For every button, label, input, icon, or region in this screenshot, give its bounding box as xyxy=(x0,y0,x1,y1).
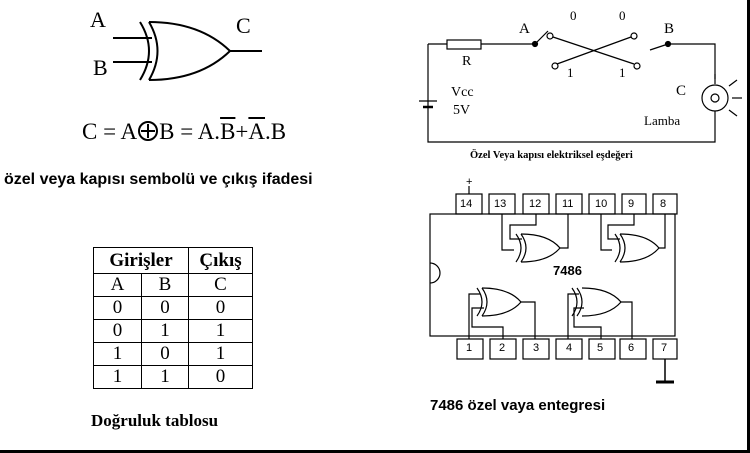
column-c: C xyxy=(188,273,253,297)
ic-body xyxy=(429,213,676,337)
pin-14-label: 14 xyxy=(460,198,473,210)
circuit-caption: Özel Veya kapısı elektriksel eşdeğeri xyxy=(470,150,633,161)
cell: 0 xyxy=(141,296,189,320)
xor-gate-symbol xyxy=(113,21,262,81)
pin-10 xyxy=(588,193,616,215)
ic-notch xyxy=(429,262,441,284)
pin-9 xyxy=(621,193,647,215)
pin-10-label: 10 xyxy=(595,198,608,210)
pin-5 xyxy=(588,338,616,360)
xor-gate-lower-left xyxy=(468,287,536,339)
plus-mark: + xyxy=(466,176,473,188)
pin-4 xyxy=(555,338,583,360)
output-expression: C = A B = A.B+A.B xyxy=(82,120,286,143)
supply-label: Vcc xyxy=(451,85,474,100)
resistor-icon xyxy=(446,39,482,50)
pin-7 xyxy=(652,338,678,360)
switch-a-icon xyxy=(534,30,549,45)
pin-13-label: 13 xyxy=(494,198,507,210)
switch-a-label: A xyxy=(519,21,530,37)
switch-b-icon xyxy=(649,43,669,51)
truth-table: Girişler Çıkış A B C 0 0 0 0 1 1 1 0 1 1… xyxy=(93,247,253,389)
truth-table-caption: Doğruluk tablosu xyxy=(91,411,219,430)
pin-3-label: 3 xyxy=(533,342,540,354)
pin-4-label: 4 xyxy=(566,342,573,354)
symbol-caption: özel veya kapısı sembolü ve çıkış ifades… xyxy=(4,171,313,188)
pin-12 xyxy=(522,193,550,215)
xor-gate-lower-right xyxy=(567,287,633,339)
input-a-label: A xyxy=(90,7,106,32)
pin-12-label: 12 xyxy=(529,198,542,210)
voltage-label: 5V xyxy=(453,103,471,118)
header-output: Çıkış xyxy=(188,247,253,274)
pin-7-label: 7 xyxy=(661,342,668,354)
pin-6 xyxy=(619,338,647,360)
table-row: 1 1 0 xyxy=(93,365,253,389)
cell: 0 xyxy=(188,365,253,389)
zero-right-label: 0 xyxy=(619,8,626,23)
header-inputs: Girişler xyxy=(93,247,189,274)
cell: 0 xyxy=(93,319,142,343)
one-left-label: 1 xyxy=(567,65,574,80)
pin-1 xyxy=(456,338,484,360)
pin-11 xyxy=(555,193,583,215)
xor-gate-upper-left xyxy=(501,214,569,263)
pin-3 xyxy=(522,338,550,360)
one-right-label: 1 xyxy=(619,65,626,80)
ic-caption: 7486 özel vaya entegresi xyxy=(430,397,606,414)
cell: 1 xyxy=(93,342,142,366)
output-c-label: C xyxy=(236,13,251,38)
lamp-icon xyxy=(701,84,729,112)
expr-end: .B xyxy=(265,119,287,144)
part-number-label: 7486 xyxy=(553,263,582,278)
resistor-label: R xyxy=(462,54,472,69)
input-b-label: B xyxy=(93,55,108,80)
cell: 1 xyxy=(188,319,253,343)
switch-circuit xyxy=(419,30,742,143)
pin-8 xyxy=(652,193,678,215)
pin-2-label: 2 xyxy=(499,342,506,354)
cell: 0 xyxy=(188,296,253,320)
expr-plus: + xyxy=(235,119,249,144)
cell: 1 xyxy=(141,365,189,389)
xor-gate-upper-right xyxy=(600,214,666,263)
lamp-label: Lamba xyxy=(644,113,681,128)
pin-13 xyxy=(488,193,516,215)
expr-b-bar: B xyxy=(220,119,236,144)
pin-1-label: 1 xyxy=(466,342,473,354)
lamp-node-label: C xyxy=(676,83,687,99)
table-row: 0 0 0 xyxy=(93,296,253,320)
pin-6-label: 6 xyxy=(628,342,635,354)
pin-5-label: 5 xyxy=(597,342,604,354)
pin-9-label: 9 xyxy=(628,198,635,210)
column-b: B xyxy=(141,273,189,297)
expr-b: B = A. xyxy=(159,119,221,144)
xor-operator-icon xyxy=(138,121,159,141)
switch-b-label: B xyxy=(664,21,675,37)
cell: 1 xyxy=(93,365,142,389)
expr-lhs: C = A xyxy=(82,119,138,144)
pin-8-label: 8 xyxy=(660,198,667,210)
pin-11-label: 11 xyxy=(562,198,574,210)
zero-left-label: 0 xyxy=(570,8,577,23)
pin-14 xyxy=(455,193,483,215)
pin-2 xyxy=(489,338,517,360)
expr-a-bar: A xyxy=(248,119,266,144)
column-a: A xyxy=(93,273,142,297)
table-row: 1 0 1 xyxy=(93,342,253,366)
ic-7486 xyxy=(429,186,678,384)
